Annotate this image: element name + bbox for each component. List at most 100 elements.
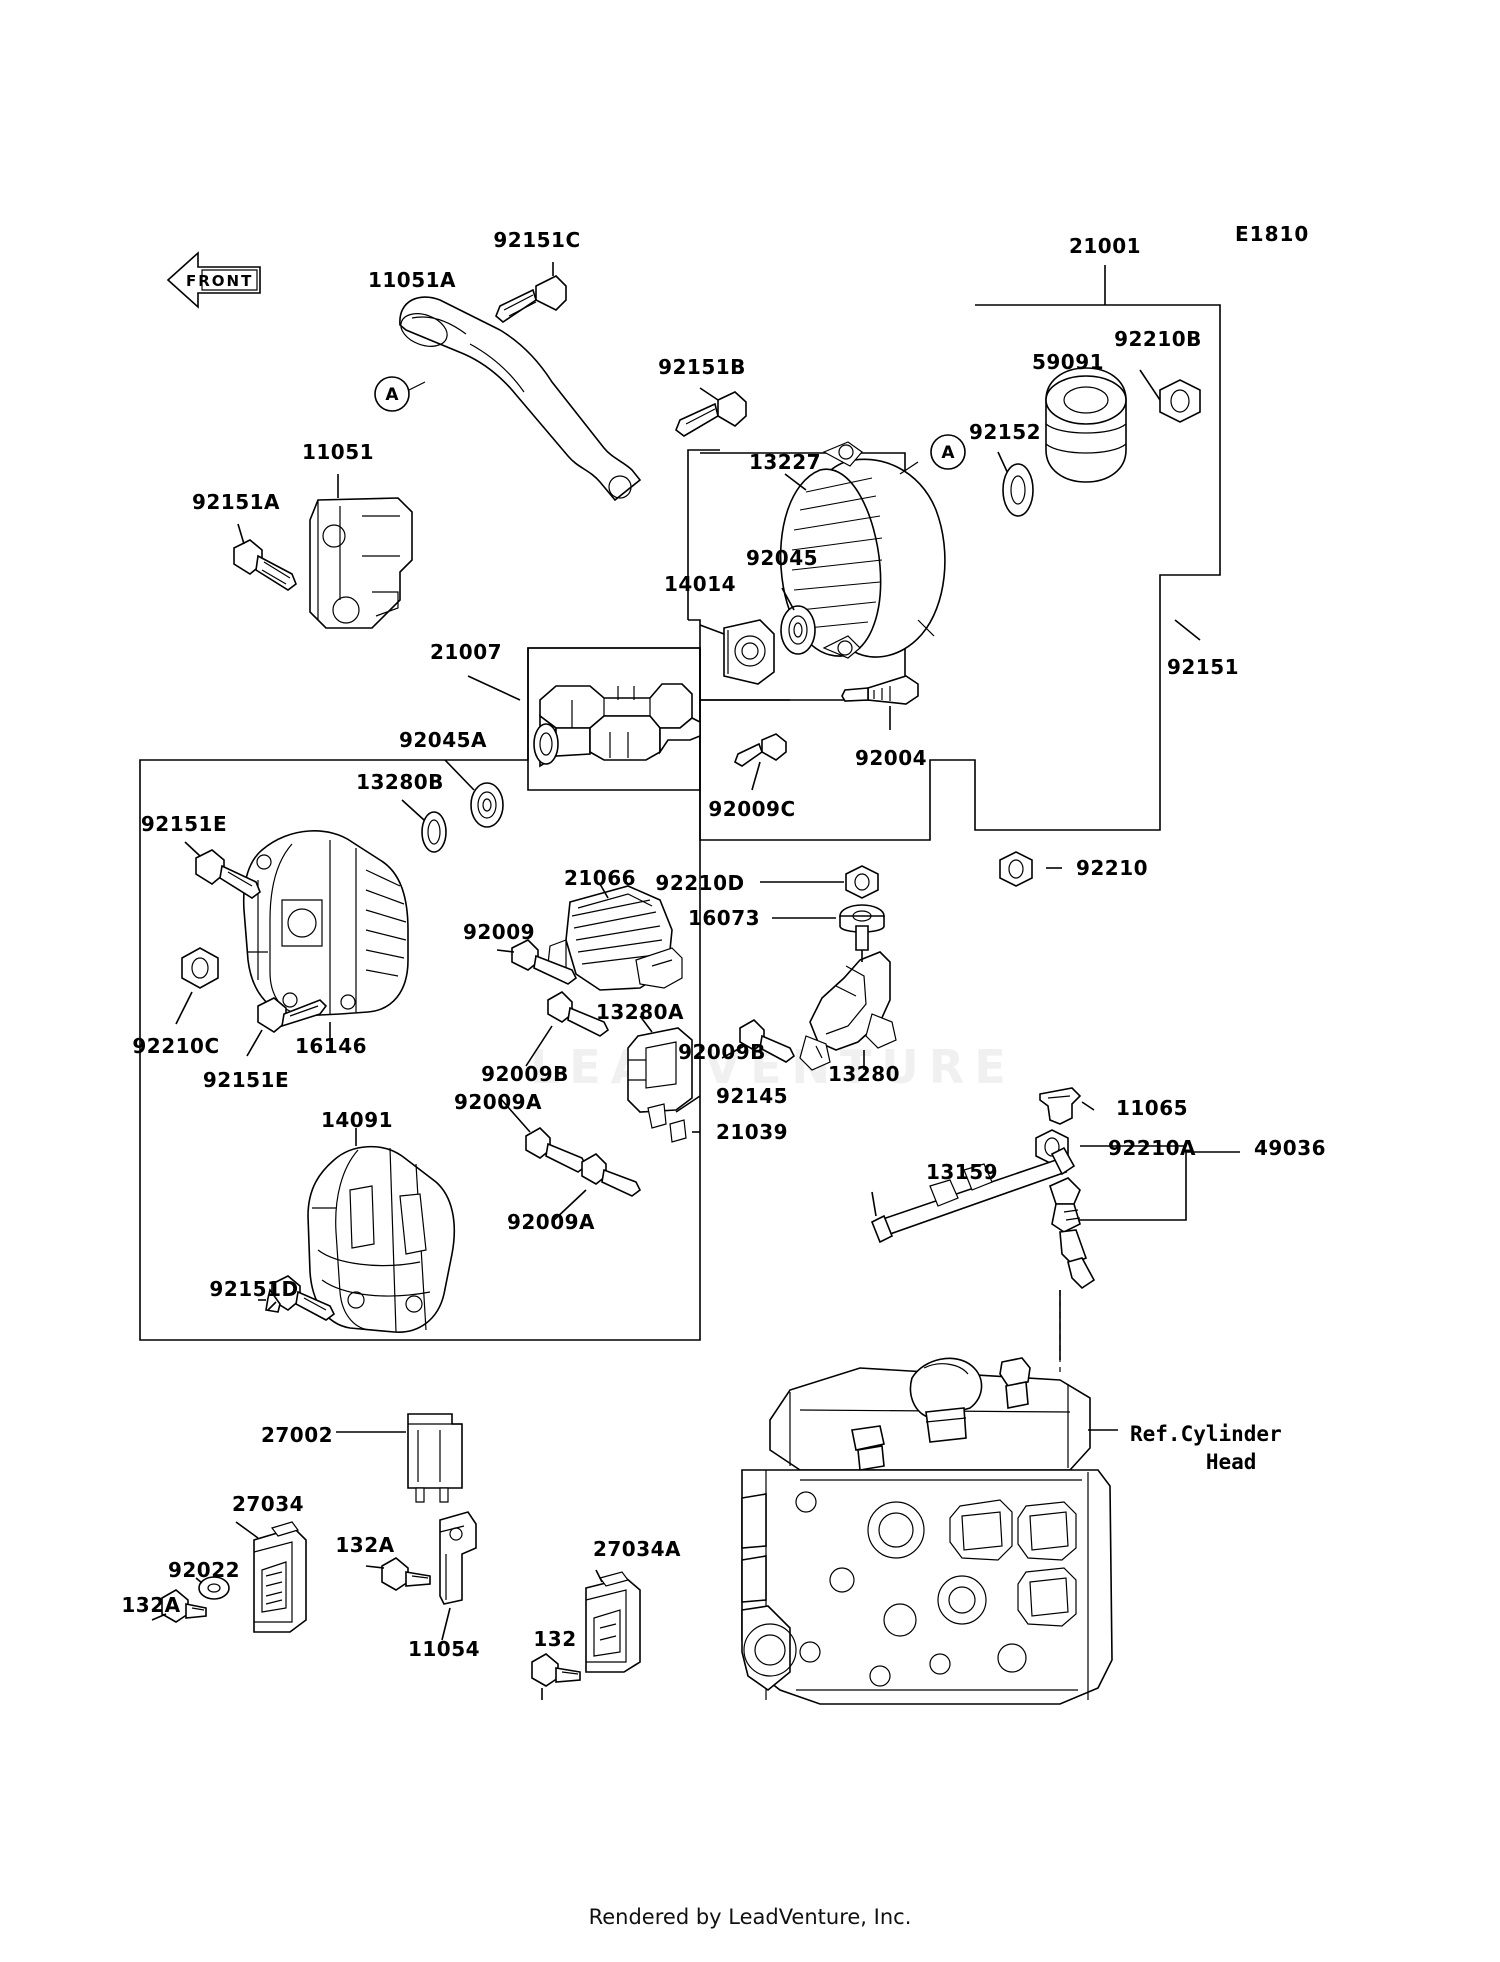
part-label-14091: 14091 — [320, 1108, 394, 1132]
part-label-92009B-left: 92009B — [481, 1062, 569, 1086]
part-label-13280A: 13280A — [595, 1000, 685, 1024]
part-label-92151E-upper: 92151E — [140, 812, 228, 836]
part-16073-artwork — [839, 904, 885, 951]
part-92004-artwork — [841, 675, 919, 705]
part-92151E-lower-artwork — [257, 997, 328, 1033]
part-92152-artwork — [1002, 463, 1034, 517]
part-label-92045: 92045 — [745, 546, 819, 570]
part-13280A-artwork — [627, 1027, 693, 1143]
part-16146-artwork — [242, 830, 409, 1017]
part-92045A-artwork — [470, 782, 504, 828]
part-92151C-artwork — [495, 275, 567, 324]
part-21066-artwork — [547, 885, 683, 991]
part-92210-artwork — [999, 851, 1033, 887]
part-92151B-artwork — [675, 391, 747, 437]
part-label-92151C: 92151C — [493, 228, 581, 252]
part-11051-artwork — [309, 497, 413, 629]
part-13280B-artwork — [421, 811, 447, 853]
part-label-59091: 59091 — [1031, 350, 1105, 374]
part-label-21066: 21066 — [563, 866, 637, 890]
part-132-artwork — [531, 1653, 581, 1687]
part-label-92145: 92145 — [715, 1084, 789, 1108]
front-arrow-icon — [166, 251, 261, 309]
part-92151E-upper-artwork — [195, 849, 261, 899]
part-92009A-lower-artwork — [581, 1153, 642, 1197]
part-label-92009A-lower: 92009A — [506, 1210, 596, 1234]
part-13159-artwork — [870, 1146, 1076, 1244]
footer-credit: Rendered by LeadVenture, Inc. — [588, 1905, 912, 1929]
part-27034-artwork — [253, 1521, 307, 1633]
front-label: FRONT — [186, 272, 254, 290]
part-label-132: 132 — [533, 1627, 577, 1651]
part-92009B-left-artwork — [547, 991, 610, 1037]
part-92009-artwork — [511, 939, 578, 985]
part-92210B-artwork — [1159, 379, 1201, 423]
part-label-13280: 13280 — [827, 1062, 901, 1086]
part-label-21039: 21039 — [715, 1120, 789, 1144]
part-92009A-upper-artwork — [525, 1127, 588, 1173]
part-132A-right-artwork — [381, 1557, 431, 1591]
part-92151A-artwork — [233, 539, 297, 591]
part-label-21007: 21007 — [429, 640, 503, 664]
part-label-92210: 92210 — [1075, 856, 1149, 880]
part-92210C-artwork — [181, 947, 219, 989]
part-label-16146: 16146 — [294, 1034, 368, 1058]
part-92151D-artwork — [265, 1275, 336, 1321]
part-label-92151E-lower: 92151E — [202, 1068, 290, 1092]
part-label-92004: 92004 — [854, 746, 928, 770]
part-label-11051: 11051 — [301, 440, 375, 464]
part-label-92151A: 92151A — [191, 490, 281, 514]
part-13280-artwork — [799, 951, 897, 1071]
part-14014-artwork — [723, 619, 775, 685]
part-label-132A-right: 132A — [335, 1533, 395, 1557]
part-label-21001: 21001 — [1068, 234, 1142, 258]
part-label-92151: 92151 — [1166, 655, 1240, 679]
part-label-92210A: 92210A — [1107, 1136, 1197, 1160]
part-92045-artwork — [780, 605, 816, 655]
part-label-92152: 92152 — [968, 420, 1042, 444]
part-label-92151B: 92151B — [658, 355, 746, 379]
glow-plug-artwork — [1049, 1177, 1096, 1290]
part-label-92151D: 92151D — [209, 1277, 299, 1301]
callout-marker-a-right — [930, 434, 966, 470]
part-21007-artwork — [533, 683, 701, 768]
part-label-27002: 27002 — [260, 1423, 334, 1447]
part-label-14014: 14014 — [663, 572, 737, 596]
part-label-92210C: 92210C — [132, 1034, 220, 1058]
part-14091-artwork — [307, 1145, 456, 1333]
part-27034A-artwork — [585, 1571, 641, 1673]
part-label-92009A-upper: 92009A — [453, 1090, 543, 1114]
part-label-13280B: 13280B — [356, 770, 444, 794]
part-11051A-artwork — [399, 296, 642, 502]
part-label-16073: 16073 — [687, 906, 761, 930]
part-label-13159: 13159 — [925, 1160, 999, 1184]
part-label-92009B-right: 92009B — [678, 1040, 766, 1064]
part-label-11054: 11054 — [407, 1637, 481, 1661]
ref-cylinder-head-artwork — [741, 1357, 1113, 1705]
part-92022-artwork — [198, 1576, 230, 1600]
part-label-11065: 11065 — [1115, 1096, 1189, 1120]
part-11054-artwork — [439, 1511, 477, 1605]
part-label-92022: 92022 — [167, 1558, 241, 1582]
part-label-92210D: 92210D — [655, 871, 745, 895]
part-59091-artwork — [1045, 367, 1127, 483]
part-label-92009C: 92009C — [708, 797, 796, 821]
diagram-code: E1810 — [1235, 222, 1310, 246]
part-label-11051A: 11051A — [367, 268, 457, 292]
part-11065-artwork — [1039, 1087, 1082, 1125]
part-label-92009: 92009 — [462, 920, 536, 944]
part-label-92045A: 92045A — [398, 728, 488, 752]
svg-text:A: A — [385, 385, 399, 405]
part-label-27034: 27034 — [231, 1492, 305, 1516]
part-132A-left-artwork — [161, 1589, 207, 1623]
part-27002-artwork — [407, 1413, 463, 1503]
callout-marker-a-left — [374, 376, 410, 412]
svg-text:A: A — [941, 443, 955, 463]
part-92210D-artwork — [845, 865, 879, 899]
part-92009B-right-artwork — [739, 1019, 796, 1063]
part-label-49036: 49036 — [1253, 1136, 1327, 1160]
part-label-13227: 13227 — [748, 450, 822, 474]
part-label-132A-left: 132A — [121, 1593, 181, 1617]
part-label-92210B: 92210B — [1114, 327, 1202, 351]
